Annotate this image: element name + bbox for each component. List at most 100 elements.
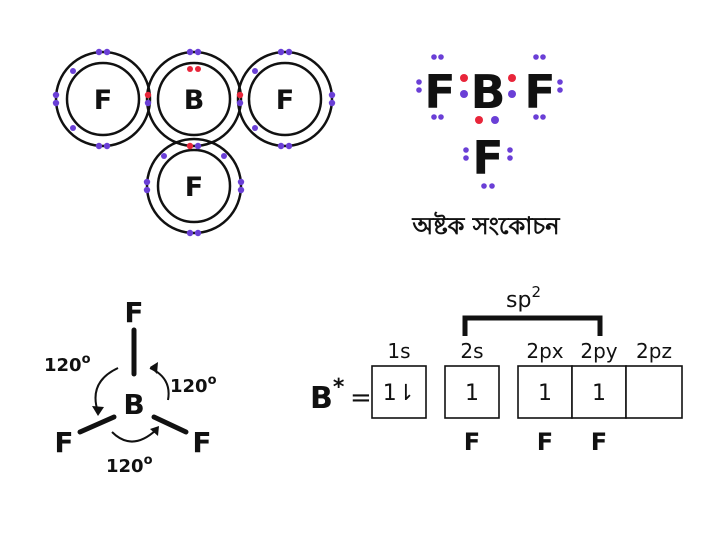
- electron: [194, 142, 202, 150]
- electron: [236, 99, 244, 107]
- orbital-box-2px: [517, 365, 573, 419]
- bohr-atom-top-left: F: [94, 85, 112, 116]
- electron: [533, 114, 539, 120]
- angle-arc-left: [94, 367, 119, 413]
- bond-right: [151, 414, 189, 435]
- electron: [95, 142, 103, 150]
- electron: [463, 155, 469, 161]
- lewis-atom-bottom: F: [472, 131, 503, 185]
- electron: [186, 142, 194, 150]
- arrow-heads: [92, 362, 159, 436]
- electron: [416, 87, 422, 93]
- electron: [508, 74, 516, 82]
- electron: [540, 54, 546, 60]
- bohr-atom-top-right: F: [276, 85, 294, 116]
- shell-outer-bottom-f: [145, 137, 243, 235]
- shell-inner-top-right-f: [247, 61, 323, 137]
- electron: [460, 74, 468, 82]
- electron: [237, 186, 245, 194]
- electron: [438, 114, 444, 120]
- electron: [285, 48, 293, 56]
- electron: [187, 66, 193, 72]
- bonded-fluorine-2py: F: [591, 428, 607, 456]
- lewis-atom-left: F: [424, 65, 455, 119]
- geometry-atom-center: B: [123, 388, 144, 421]
- trigonal-bonds: [77, 327, 189, 435]
- geometry-atom-left: F: [54, 426, 73, 459]
- electron: [95, 48, 103, 56]
- electron: [460, 90, 468, 98]
- electron: [533, 54, 539, 60]
- bonded-fluorine-2px: F: [537, 428, 553, 456]
- electron: [143, 186, 151, 194]
- electron: [481, 183, 487, 189]
- electron: [507, 147, 513, 153]
- angle-label-left: 120o: [44, 352, 91, 376]
- electron: [475, 116, 483, 124]
- electron: [252, 125, 258, 131]
- equals-sign: =: [350, 383, 372, 413]
- orbital-electrons-1s: 1⇂: [383, 381, 415, 406]
- electron: [221, 153, 227, 159]
- lewis-atom-center: B: [470, 65, 505, 119]
- arrow-head-left: [92, 406, 104, 416]
- electron: [540, 114, 546, 120]
- shell-inner-center-b: [156, 61, 232, 137]
- angle-label-right: 120o: [170, 373, 217, 397]
- electron: [491, 116, 499, 124]
- electron: [489, 183, 495, 189]
- orbital-electrons-2py: 1: [592, 381, 606, 406]
- electron: [52, 91, 60, 99]
- orbital-boxes: [371, 365, 683, 419]
- angle-arc-bottom: [111, 429, 157, 443]
- electron: [194, 229, 202, 237]
- orbital-name-2py: 2py: [580, 339, 617, 363]
- angle-label-bottom: 120o: [106, 453, 153, 477]
- electron: [507, 155, 513, 161]
- electron: [70, 68, 76, 74]
- electron: [186, 48, 194, 56]
- electron: [557, 79, 563, 85]
- electron: [103, 142, 111, 150]
- bonded-fluorine-2s: F: [464, 428, 480, 456]
- electron: [431, 54, 437, 60]
- bohr-atom-center: B: [184, 85, 205, 116]
- electron: [143, 178, 151, 186]
- electron: [236, 91, 244, 99]
- electron: [103, 48, 111, 56]
- hybrid-bracket: [462, 315, 603, 336]
- lewis-electrons: [416, 54, 563, 189]
- electron: [285, 142, 293, 150]
- electron: [161, 153, 167, 159]
- electron: [195, 66, 201, 72]
- orbital-box-2pz: [625, 365, 683, 419]
- orbital-box-2py: [571, 365, 627, 419]
- electron: [431, 114, 437, 120]
- orbital-name-2s: 2s: [460, 339, 483, 363]
- angle-arc-right: [149, 367, 170, 401]
- electron: [252, 68, 258, 74]
- orbital-box-2s: [444, 365, 500, 419]
- electron: [328, 91, 336, 99]
- electron: [328, 99, 336, 107]
- electron: [277, 142, 285, 150]
- octet-caption: অষ্টক সংকোচন: [411, 211, 561, 240]
- bohr-diagram: [54, 50, 334, 235]
- electron: [463, 147, 469, 153]
- orbital-box-1s: [371, 365, 427, 419]
- orbital-electrons-2px: 1: [538, 381, 552, 406]
- electron: [144, 91, 152, 99]
- arrow-head-bottom: [150, 426, 159, 436]
- electron: [416, 79, 422, 85]
- hybrid-label: sp2: [506, 283, 541, 313]
- electron: [194, 48, 202, 56]
- electron: [237, 178, 245, 186]
- arrow-head-right: [150, 362, 158, 374]
- geometry-atom-top: F: [124, 296, 143, 329]
- electron: [186, 229, 194, 237]
- orbital-name-2pz: 2pz: [636, 339, 672, 363]
- electron: [508, 90, 516, 98]
- excited-boron-label: B*: [310, 375, 345, 416]
- shell-outer-top-right-f: [236, 50, 334, 148]
